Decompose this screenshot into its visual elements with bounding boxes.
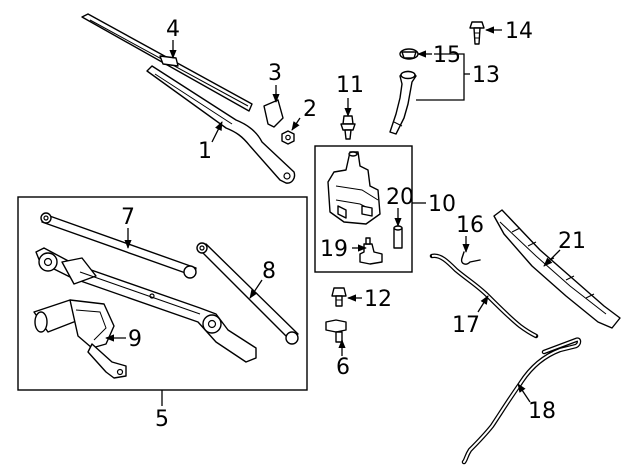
callout-1: 1 [198, 139, 212, 164]
arm-cap [263, 99, 284, 128]
push-clip [469, 21, 485, 45]
callout-14: 14 [505, 19, 533, 44]
callout-4: 4 [166, 17, 180, 42]
wiper-arm [146, 65, 296, 184]
washer-reservoir [327, 151, 381, 225]
callout-7: 7 [121, 205, 135, 230]
motor-bolt [325, 319, 347, 343]
callout-15: 15 [433, 43, 461, 68]
callout-17: 17 [452, 313, 480, 338]
callout-2: 2 [303, 97, 317, 122]
reservoir-group-box [314, 145, 413, 273]
callout-13: 13 [472, 63, 500, 88]
callout-21: 21 [558, 229, 586, 254]
wiper-blade [81, 13, 253, 112]
linkage-frame [35, 247, 257, 363]
callout-20: 20 [386, 185, 414, 210]
pump-grommet [393, 225, 403, 249]
drive-rod [196, 242, 299, 345]
callout-8: 8 [262, 259, 276, 284]
arm-nut [281, 130, 295, 145]
callout-12: 12 [364, 287, 392, 312]
connecting-rod [40, 212, 197, 279]
callout-11: 11 [336, 73, 364, 98]
reservoir-bolt [340, 115, 356, 140]
filler-tube [389, 70, 417, 135]
callout-19: 19 [320, 237, 348, 262]
callout-10: 10 [428, 192, 456, 217]
washer-pump [359, 237, 383, 265]
callout-5: 5 [155, 407, 169, 432]
wiper-motor [33, 299, 127, 379]
callout-16: 16 [456, 213, 484, 238]
callout-18: 18 [528, 399, 556, 424]
cowl-seal [493, 209, 621, 329]
callout-6: 6 [336, 355, 350, 380]
callout-3: 3 [268, 61, 282, 86]
linkage-bolt [331, 287, 347, 307]
callout-9: 9 [128, 327, 142, 352]
washer-hose-rear [461, 337, 582, 465]
hose-clip [460, 251, 481, 265]
filler-tube-clamp [399, 48, 419, 60]
washer-hose-front [429, 253, 539, 339]
